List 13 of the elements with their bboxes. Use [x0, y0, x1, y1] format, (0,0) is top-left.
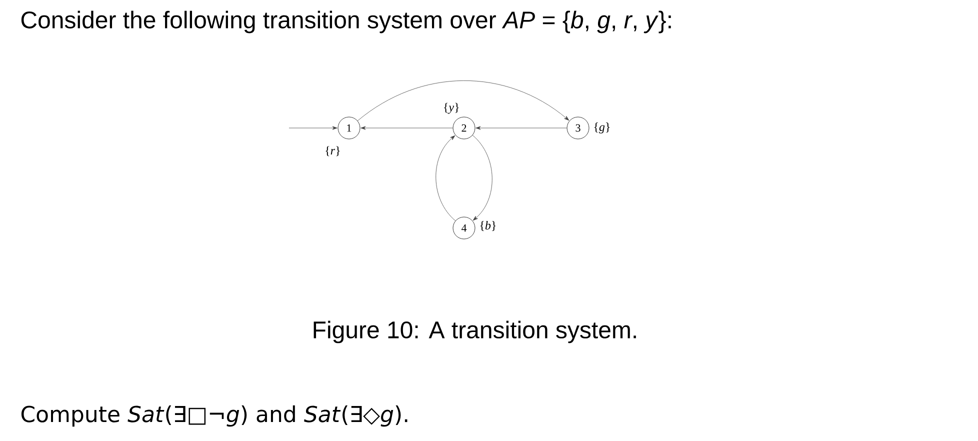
arrow	[288, 126, 338, 130]
state-label: {r}	[326, 146, 340, 156]
state-label: {g}	[594, 122, 610, 134]
state-label: {y}	[444, 102, 459, 114]
question-text: Compute Sat(∃□¬g) and Sat(∃◇g).	[21, 405, 408, 427]
arrow	[360, 126, 453, 130]
arrow	[357, 80, 570, 121]
arrow	[436, 135, 456, 221]
state-label: {b}	[480, 221, 496, 231]
figure-caption: Figure 10: A transition system.	[314, 320, 636, 344]
heading: Consider the following transition system over AP = {b, g, r, y}:	[21, 10, 671, 34]
arrow	[472, 135, 492, 221]
arrow	[476, 126, 567, 130]
